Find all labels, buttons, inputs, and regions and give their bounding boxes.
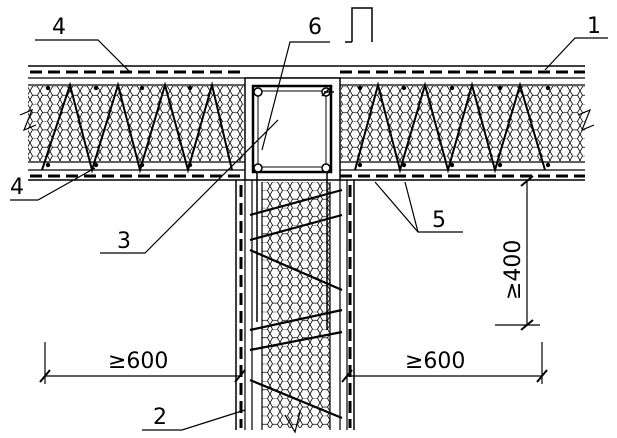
bar-dots — [45, 85, 551, 168]
stirrup — [251, 84, 333, 174]
horizontal-slab — [19, 65, 595, 181]
label-4-bottom: 4 — [10, 175, 24, 200]
break-mark-right — [577, 108, 595, 132]
label-6: 6 — [308, 15, 322, 40]
dim-vertical-span: ≥400 — [501, 240, 526, 300]
label-1: 1 — [587, 14, 601, 39]
leader-lines — [10, 37, 608, 431]
truss-wires-left — [41, 81, 233, 174]
dim-right-span: ≥600 — [405, 349, 465, 374]
break-mark-left — [19, 108, 37, 132]
label-3: 3 — [117, 229, 131, 254]
label-2: 2 — [153, 405, 167, 430]
slab-insulation-left — [28, 86, 244, 161]
dimension-lines — [39, 175, 548, 384]
joint-core — [244, 77, 341, 181]
label-4-top: 4 — [52, 15, 66, 40]
slab-insulation-right — [341, 86, 585, 161]
label-5: 5 — [432, 208, 446, 233]
vertical-wall — [235, 172, 355, 434]
truss-wires-right — [354, 81, 546, 174]
wall-insulation — [262, 182, 330, 428]
dim-left-span: ≥600 — [108, 349, 168, 374]
section-mark-symbol — [345, 7, 373, 43]
